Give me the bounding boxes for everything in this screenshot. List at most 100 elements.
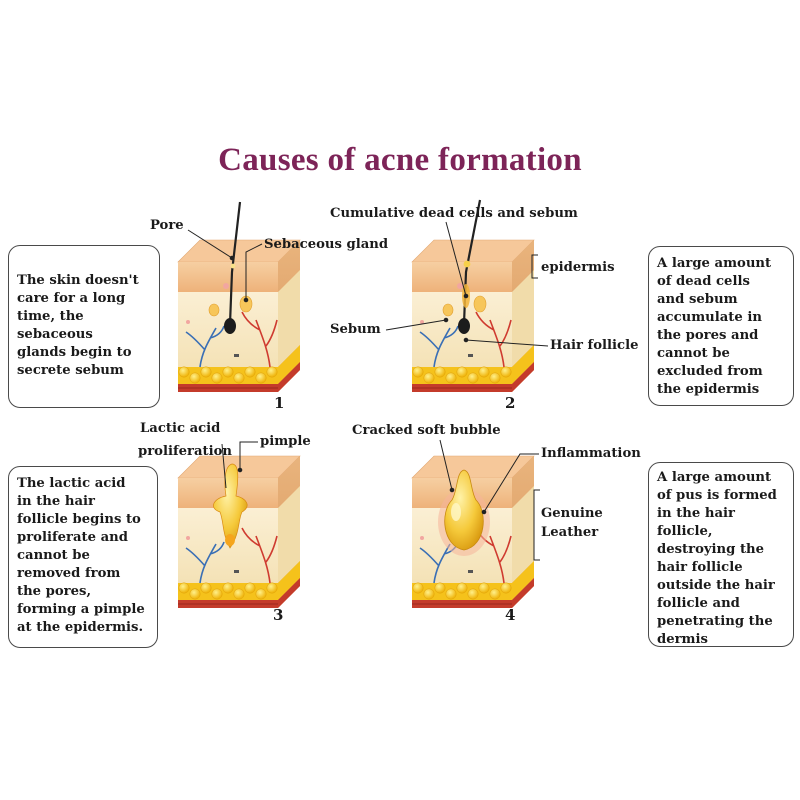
pointer-sebum [385, 319, 447, 331]
muscle-side [278, 578, 300, 608]
pointer-dead-cells [445, 221, 467, 297]
description-line: A large amount [657, 256, 772, 271]
page-title: Causes of acne formation [218, 142, 582, 178]
pointer-dot [449, 487, 455, 493]
fat-globule [489, 372, 501, 384]
description-line: secrete sebum [17, 363, 124, 378]
pointer-dot [463, 293, 469, 299]
fat-globule [478, 582, 490, 594]
dermis-side [278, 486, 300, 583]
fat-globule [423, 372, 435, 384]
description-line: sebaceous [17, 327, 93, 342]
nerve-ending [234, 354, 239, 357]
bracket-genuine-leather [533, 489, 540, 561]
label-epidermis: epidermis [541, 260, 615, 275]
fat-globule [211, 372, 223, 384]
fat-globule [434, 366, 446, 378]
description-line: follicle begins to [17, 512, 141, 527]
skin-cell [186, 536, 190, 540]
description-line: dermis [657, 632, 708, 647]
fat-globule [489, 588, 501, 600]
fat-globule [500, 366, 512, 378]
fat-globule [478, 366, 490, 378]
skin-cell [186, 320, 190, 324]
description-line: forming a pimple [17, 602, 145, 617]
fat-globule [467, 372, 479, 384]
description-line: destroying the [657, 542, 765, 557]
pointer-inflammation [483, 453, 539, 513]
dermis-side [278, 270, 300, 367]
description-line: of pus is formed [657, 488, 777, 503]
description-line: of dead cells [657, 274, 750, 289]
description-line: cannot be [657, 346, 730, 361]
pointer-pimple [239, 441, 258, 470]
description-line: hair follicle [657, 560, 743, 575]
skin-block-2 [411, 199, 535, 392]
pointer-dot [463, 337, 469, 343]
fat-globule [222, 582, 234, 594]
skin-block-3 [177, 455, 301, 608]
fat-globule [456, 366, 468, 378]
pointer-sebaceous-gland [245, 243, 263, 300]
description-line: glands begin to [17, 345, 132, 360]
nerve-ending [234, 570, 239, 573]
description-box-2: A large amount of dead cells and sebum a… [648, 246, 794, 406]
description-line: the pores, [17, 584, 92, 599]
description-box-4: A large amount of pus is formed in the h… [648, 462, 794, 647]
blood-vessel-red [241, 527, 278, 584]
pointer-cracked-bubble [439, 439, 453, 491]
pointer-dot [243, 297, 249, 303]
description-line: the pores and [657, 328, 759, 343]
dead-cells [463, 260, 471, 268]
label-lactic-acid: Lactic acid [140, 421, 221, 436]
fat-side [278, 345, 300, 384]
pointer-dot [481, 509, 487, 515]
description-line: time, the [17, 309, 84, 324]
fat-globule [434, 582, 446, 594]
label-hair-follicle: Hair follicle [550, 338, 639, 353]
description-line: follicle and [657, 596, 740, 611]
skin-block-4 [411, 455, 535, 608]
pointer-pore [187, 229, 233, 259]
panel-number-4: 4 [505, 606, 516, 624]
description-line: The skin doesn't [17, 273, 139, 288]
blood-vessel-blue [185, 541, 225, 584]
bubble-highlight [451, 503, 461, 521]
description-line: in the hair [657, 506, 735, 521]
label-sebum: Sebum [330, 322, 381, 337]
fat-globule [266, 582, 278, 594]
muscle-side [278, 362, 300, 392]
description-line: care for a long [17, 291, 126, 306]
fat-globule [189, 372, 201, 384]
description-line: in the hair [17, 494, 95, 509]
sebaceous-gland [473, 295, 487, 313]
sebaceous-gland [208, 303, 220, 317]
hair-bulb [458, 318, 470, 334]
fat-side [512, 345, 534, 384]
fat-side [278, 561, 300, 600]
nerve-ending [468, 354, 473, 357]
fat-globule [412, 366, 424, 378]
fat-globule [412, 582, 424, 594]
fat-globule [266, 366, 278, 378]
fat-globule [233, 588, 245, 600]
dermis-side [512, 486, 534, 583]
hair-bulb [224, 318, 236, 334]
fat-globule [178, 582, 190, 594]
nerve-ending [468, 570, 473, 573]
description-box-3: The lactic acid in the hair follicle beg… [8, 466, 158, 648]
description-line: A large amount [657, 470, 772, 485]
description-line: proliferate and [17, 530, 128, 545]
skin-cell [223, 283, 229, 289]
fat-globule [456, 582, 468, 594]
fat-globule [200, 366, 212, 378]
fat-globule [211, 588, 223, 600]
sebaceous-gland [442, 303, 454, 317]
description-line: removed from [17, 566, 121, 581]
fat-globule [467, 588, 479, 600]
blood-vessel-blue [185, 325, 225, 368]
panel-number-3: 3 [273, 606, 284, 624]
fat-globule [200, 582, 212, 594]
description-box-1: The skin doesn't care for a long time, t… [8, 245, 160, 408]
